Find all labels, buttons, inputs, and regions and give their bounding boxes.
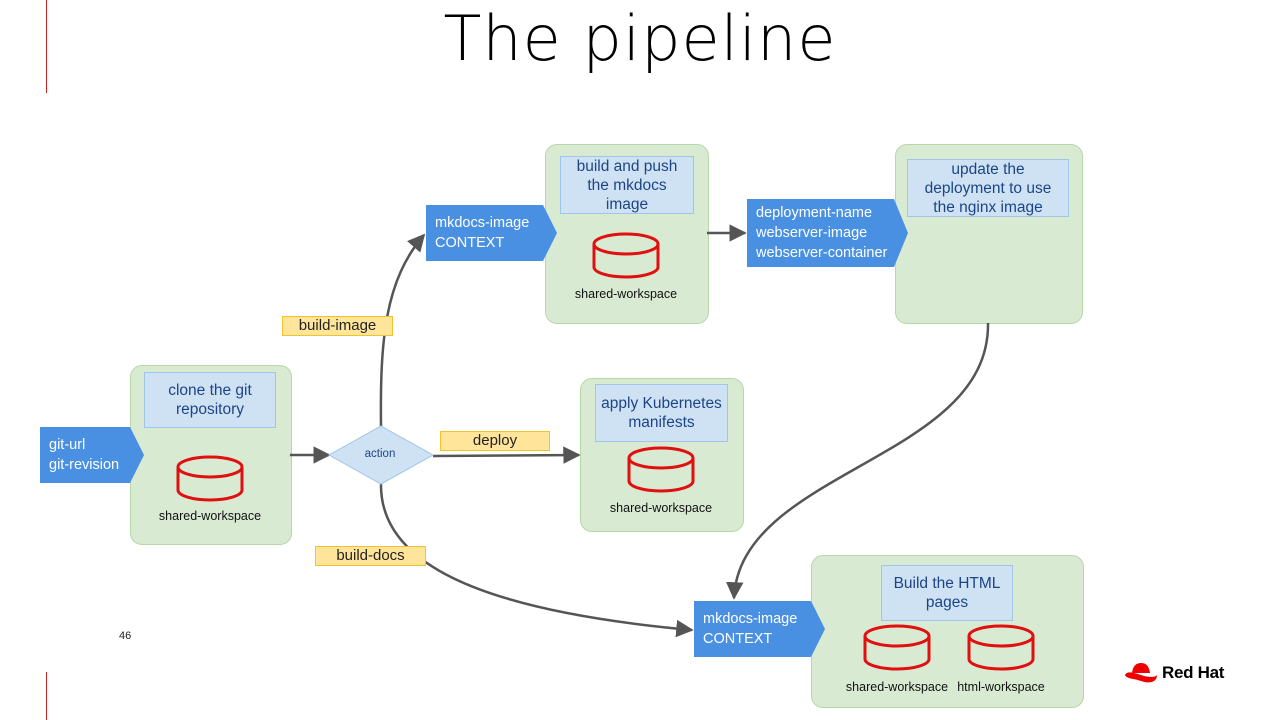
red-hat-logo: Red Hat xyxy=(1124,660,1224,686)
param-chevron-shape xyxy=(694,601,825,657)
action-label: action xyxy=(364,448,396,460)
workspace-label: html-workspace xyxy=(957,680,1045,694)
slide-number: 46 xyxy=(119,630,132,642)
database-cylinder-icon xyxy=(176,455,244,502)
task-build-html xyxy=(811,555,1084,708)
database-cylinder-icon xyxy=(967,624,1035,671)
workspace-label: shared-workspace xyxy=(158,509,262,523)
task-apply-label: apply Kubernetes manifests xyxy=(595,384,728,442)
database-cylinder-icon xyxy=(863,624,931,671)
task-build-push-label: build and push the mkdocs image xyxy=(560,156,694,214)
arrow-update-to-html xyxy=(726,322,990,600)
brand-name: Red Hat xyxy=(1162,663,1225,682)
task-update-label: update the deployment to use the nginx i… xyxy=(907,159,1069,217)
param-name: webserver-image xyxy=(756,225,868,241)
param-chevron-shape xyxy=(426,205,557,261)
condition-build-image: build-image xyxy=(282,316,393,336)
param-chevron-shape xyxy=(747,199,908,267)
arrow-deploy xyxy=(432,446,581,464)
param-git: git-url git-revision xyxy=(40,427,144,483)
action-diamond xyxy=(327,425,435,485)
task-clone-label: clone the git repository xyxy=(144,372,276,428)
condition-build-docs: build-docs xyxy=(315,546,426,566)
accent-line-bottom xyxy=(46,672,47,720)
param-name: deployment-name xyxy=(756,205,873,221)
workspace-label: shared-workspace xyxy=(845,680,949,694)
param-name: git-revision xyxy=(49,457,120,473)
param-name: git-url xyxy=(49,437,86,453)
param-name: mkdocs-image xyxy=(703,611,798,627)
database-cylinder-icon xyxy=(627,446,695,493)
workspace-label: shared-workspace xyxy=(609,501,713,515)
task-build-html-label: Build the HTML pages xyxy=(881,565,1013,621)
param-build-docs: mkdocs-image CONTEXT xyxy=(694,601,825,657)
red-hat-fedora-icon xyxy=(1125,663,1157,683)
arrow-build-docs xyxy=(379,483,694,638)
page-title: The pipeline xyxy=(443,2,837,75)
accent-line-top xyxy=(46,0,47,93)
workspace-label: shared-workspace xyxy=(574,287,678,301)
param-deploy: deployment-name webserver-image webserve… xyxy=(747,199,908,267)
param-name: CONTEXT xyxy=(703,631,773,647)
param-name: mkdocs-image xyxy=(435,215,530,231)
condition-deploy: deploy xyxy=(440,431,550,451)
arrow-build-image xyxy=(379,233,426,427)
database-cylinder-icon xyxy=(592,232,660,279)
param-name: CONTEXT xyxy=(435,235,505,251)
param-build-image: mkdocs-image CONTEXT xyxy=(426,205,557,261)
param-name: webserver-container xyxy=(756,245,888,261)
param-chevron-shape xyxy=(40,427,144,483)
